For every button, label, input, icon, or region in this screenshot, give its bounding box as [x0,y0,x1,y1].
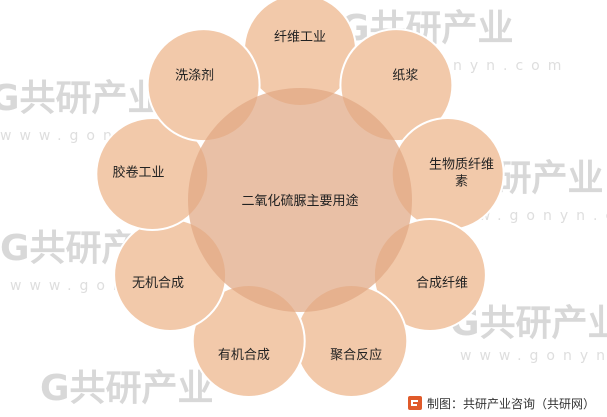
usage-node-label: 无机合成 [132,276,184,291]
usage-node-label: 生物质纤维素 [429,158,494,190]
source-caption: 制图：共研产业咨询（共研网） [403,393,597,413]
usage-node-label: 合成纤维 [416,276,468,291]
watermark: G共研产业 [40,368,214,409]
usage-node-label: 纤维工业 [274,30,326,45]
gonyn-logo-icon [407,396,422,410]
usage-node-label: 纸浆 [392,68,418,83]
center-circle [188,88,412,312]
center-label: 二氧化硫脲主要用途 [241,193,358,209]
usage-node-label: 聚合反应 [330,347,382,363]
svg-text:G共研产业: G共研产业 [40,368,214,409]
svg-text:G共研产业: G共研产业 [450,303,607,344]
center-layer [188,88,412,312]
watermark: G共研产业 www.gonyn.com [450,303,607,364]
source-text: 制图：共研产业咨询（共研网） [426,396,595,411]
usage-node-label: 胶卷工业 [112,165,164,181]
svg-text:G共研产业: G共研产业 [0,78,164,119]
usage-node-label: 有机合成 [218,348,270,363]
svg-text:www.gonyn.com: www.gonyn.com [460,348,607,364]
usage-node-label: 洗涤剂 [175,68,214,83]
